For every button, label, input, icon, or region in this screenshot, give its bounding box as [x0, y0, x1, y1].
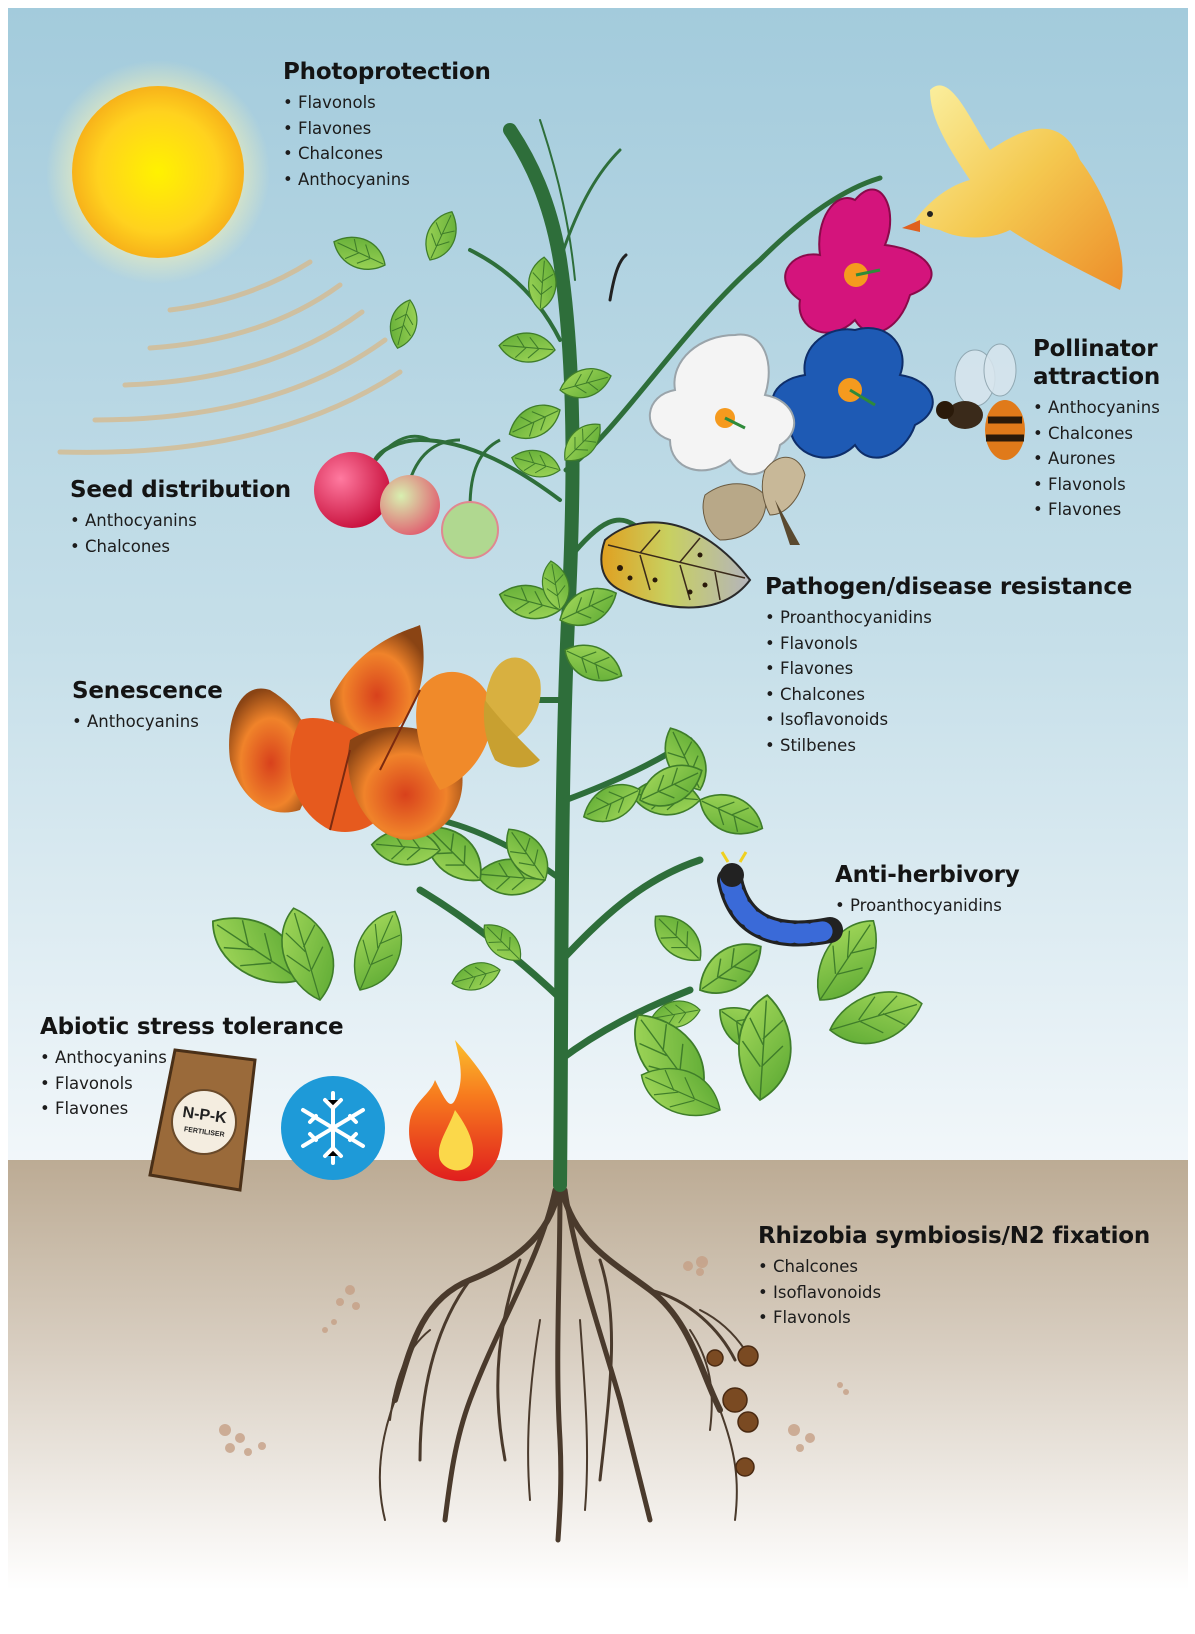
list-item: Flavones: [40, 1096, 343, 1122]
list-item: Chalcones: [1033, 421, 1160, 447]
rhizobia-symbiosis-label: Rhizobia symbiosis/N2 fixation Chalcones…: [758, 1222, 1150, 1331]
list-item: Chalcones: [70, 534, 291, 560]
photoprotection-title: Photoprotection: [283, 58, 491, 86]
anti-herbivory-label: Anti-herbivory Proanthocyanidins: [835, 861, 1020, 919]
list-item: Flavonols: [765, 631, 1132, 657]
list-item: Anthocyanins: [40, 1045, 343, 1071]
list-item: Flavones: [1033, 497, 1160, 523]
list-item: Aurones: [1033, 446, 1160, 472]
list-item: Chalcones: [758, 1254, 1150, 1280]
pollinator-title: Pollinator attraction: [1033, 335, 1160, 391]
list-item: Stilbenes: [765, 733, 1132, 759]
pathogen-resistance-list: Proanthocyanidins Flavonols Flavones Cha…: [765, 605, 1132, 758]
seed-distribution-list: Anthocyanins Chalcones: [70, 508, 291, 559]
photoprotection-list: Flavonols Flavones Chalcones Anthocyanin…: [283, 90, 491, 192]
abiotic-stress-list: Anthocyanins Flavonols Flavones: [40, 1045, 343, 1122]
senescence-list: Anthocyanins: [72, 709, 223, 735]
list-item: Flavones: [283, 116, 491, 142]
list-item: Chalcones: [765, 682, 1132, 708]
abiotic-stress-title: Abiotic stress tolerance: [40, 1013, 343, 1041]
list-item: Flavonols: [283, 90, 491, 116]
rhizobia-symbiosis-title: Rhizobia symbiosis/N2 fixation: [758, 1222, 1150, 1250]
list-item: Anthocyanins: [283, 167, 491, 193]
seed-distribution-title: Seed distribution: [70, 476, 291, 504]
sun-icon: [46, 60, 270, 284]
list-item: Isoflavonoids: [765, 707, 1132, 733]
list-item: Flavonols: [1033, 472, 1160, 498]
list-item: Flavones: [765, 656, 1132, 682]
list-item: Anthocyanins: [1033, 395, 1160, 421]
list-item: Flavonols: [758, 1305, 1150, 1331]
pollinator-title-line1: Pollinator: [1033, 336, 1157, 362]
senescence-label: Senescence Anthocyanins: [72, 677, 223, 735]
abiotic-stress-label: Abiotic stress tolerance Anthocyanins Fl…: [40, 1013, 343, 1122]
photoprotection-label: Photoprotection Flavonols Flavones Chalc…: [283, 58, 491, 192]
pathogen-resistance-label: Pathogen/disease resistance Proanthocyan…: [765, 573, 1132, 758]
senescence-title: Senescence: [72, 677, 223, 705]
pathogen-resistance-title: Pathogen/disease resistance: [765, 573, 1132, 601]
rhizobia-symbiosis-list: Chalcones Isoflavonoids Flavonols: [758, 1254, 1150, 1331]
list-item: Proanthocyanidins: [835, 893, 1020, 919]
list-item: Proanthocyanidins: [765, 605, 1132, 631]
list-item: Isoflavonoids: [758, 1280, 1150, 1306]
anti-herbivory-list: Proanthocyanidins: [835, 893, 1020, 919]
anti-herbivory-title: Anti-herbivory: [835, 861, 1020, 889]
list-item: Chalcones: [283, 141, 491, 167]
pollinator-label: Pollinator attraction Anthocyanins Chalc…: [1033, 335, 1160, 523]
pollinator-list: Anthocyanins Chalcones Aurones Flavonols…: [1033, 395, 1160, 523]
pollinator-title-line2: attraction: [1033, 364, 1160, 390]
list-item: Anthocyanins: [70, 508, 291, 534]
list-item: Anthocyanins: [72, 709, 223, 735]
list-item: Flavonols: [40, 1071, 343, 1097]
seed-distribution-label: Seed distribution Anthocyanins Chalcones: [70, 476, 291, 559]
